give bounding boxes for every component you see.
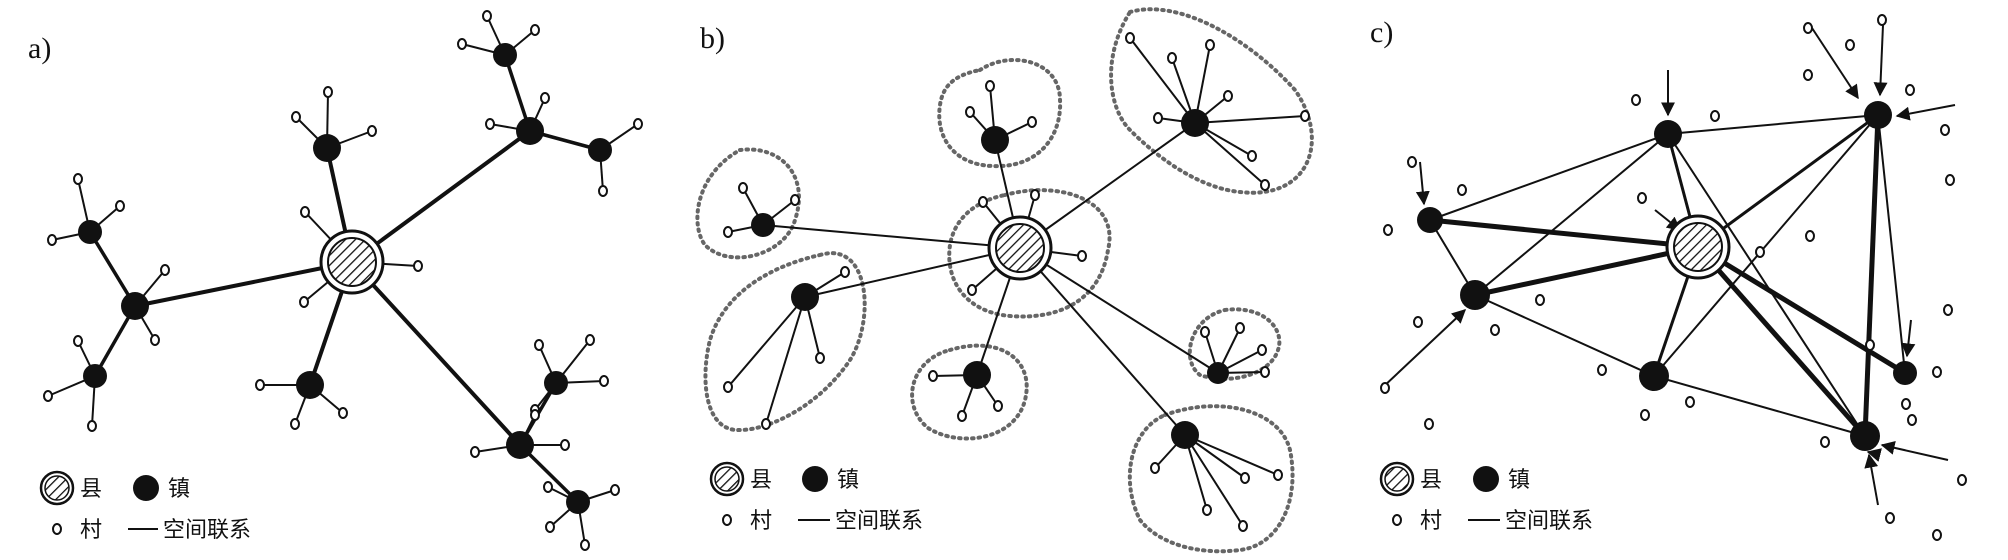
legend-link-label: 空间联系 xyxy=(835,509,923,534)
county-icon xyxy=(709,461,745,497)
panel-a: a) xyxy=(28,10,643,551)
county-node-a xyxy=(319,229,385,295)
village-nodes-c xyxy=(1380,14,1967,541)
town-nodes-c xyxy=(1417,101,1917,451)
panel-b: b) xyxy=(695,7,1314,554)
legend-a: 县 镇 村 空间联系 xyxy=(39,470,251,543)
legend-village-label: 村 xyxy=(80,518,102,543)
village-icon xyxy=(1392,514,1402,526)
county-node-c xyxy=(1665,214,1731,280)
town-nodes-a xyxy=(78,43,612,514)
village-icon xyxy=(722,514,732,526)
panel-label-c: c) xyxy=(1370,16,1393,49)
town-icon xyxy=(802,466,828,492)
cluster-outlines-b xyxy=(695,7,1314,554)
legend-town-label: 镇 xyxy=(168,477,190,502)
town-icon xyxy=(1473,466,1499,492)
village-icon xyxy=(52,523,62,535)
county-icon xyxy=(1379,461,1415,497)
village-nodes-b xyxy=(723,32,1310,532)
legend-link-label: 空间联系 xyxy=(163,518,251,543)
legend-village-label: 村 xyxy=(750,509,772,534)
legend-county-label: 县 xyxy=(1420,468,1442,493)
spatial-links-b xyxy=(727,37,1306,527)
legend-b: 县 镇 村 空间联系 xyxy=(709,461,923,534)
county-node-b xyxy=(987,215,1053,281)
legend-link-label: 空间联系 xyxy=(1505,509,1593,534)
legend-town-label: 镇 xyxy=(1508,468,1530,493)
town-icon xyxy=(133,475,159,501)
panel-label-a: a) xyxy=(28,32,51,65)
legend-county-label: 县 xyxy=(750,468,772,493)
legend-c: 县 镇 村 空间联系 xyxy=(1379,461,1593,534)
panel-label-b: b) xyxy=(700,22,725,55)
legend-town-label: 镇 xyxy=(837,468,859,493)
panel-c: c) xyxy=(1370,14,1967,541)
village-nodes-a xyxy=(43,10,643,551)
spatial-links-c xyxy=(1429,113,1907,438)
legend-village-label: 村 xyxy=(1420,509,1442,534)
town-nodes-b xyxy=(751,109,1229,449)
legend-county-label: 县 xyxy=(80,477,102,502)
county-icon xyxy=(39,470,75,506)
